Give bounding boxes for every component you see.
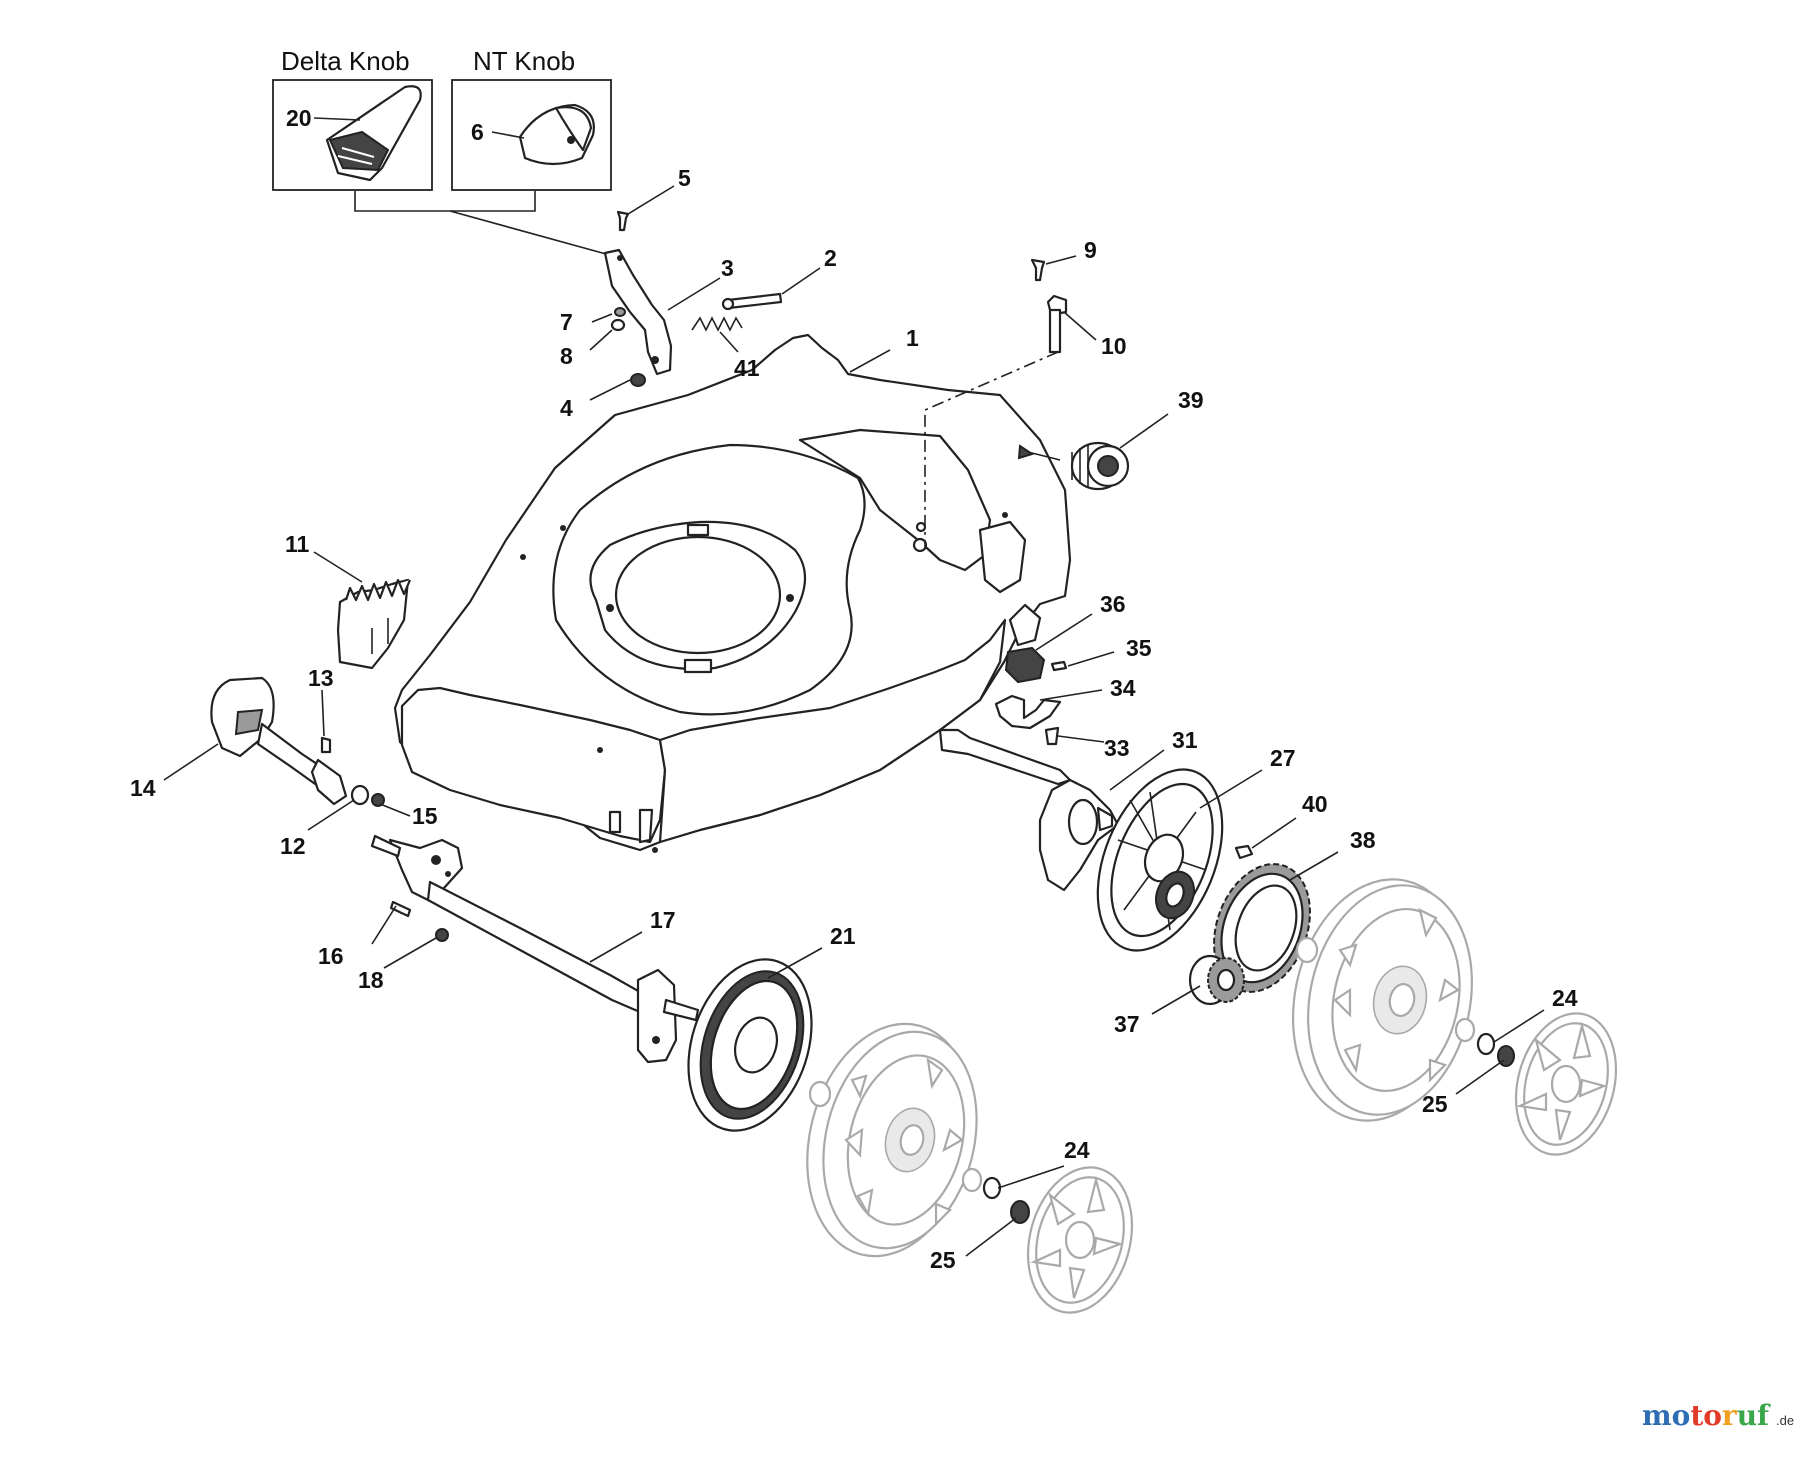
rear-hubcap-group bbox=[1476, 1012, 1618, 1156]
label-24-front: 24 bbox=[1064, 1137, 1090, 1163]
label-33: 33 bbox=[1104, 735, 1130, 761]
label-27: 27 bbox=[1270, 745, 1296, 771]
nt-knob-box bbox=[451, 79, 612, 191]
label-15: 15 bbox=[412, 803, 438, 829]
label-1: 1 bbox=[906, 325, 919, 351]
label-9: 9 bbox=[1084, 237, 1097, 263]
screw-40 bbox=[1234, 844, 1254, 860]
height-pin-9-10 bbox=[1030, 258, 1068, 354]
label-20: 20 bbox=[286, 105, 312, 131]
rear-wheel bbox=[1291, 878, 1476, 1122]
label-35: 35 bbox=[1126, 635, 1152, 661]
label-17: 17 bbox=[650, 907, 676, 933]
nt-knob-header: NT Knob bbox=[473, 46, 575, 76]
label-40: 40 bbox=[1302, 791, 1328, 817]
label-41: 41 bbox=[734, 355, 760, 381]
delta-knob-header: Delta Knob bbox=[281, 46, 410, 76]
pinion-37 bbox=[1188, 954, 1245, 1006]
label-10: 10 bbox=[1101, 333, 1127, 359]
label-21: 21 bbox=[830, 923, 856, 949]
delta-knob-part bbox=[325, 85, 422, 182]
motoruf-logo: motoruf .de bbox=[1642, 1399, 1794, 1432]
rear-height-knob-14 bbox=[210, 676, 385, 807]
label-2: 2 bbox=[824, 245, 837, 271]
delta-knob-box bbox=[272, 79, 433, 191]
logo-wordmark: motoruf bbox=[1642, 1399, 1771, 1432]
front-axle-assembly bbox=[370, 834, 700, 1064]
height-lever-assembly bbox=[603, 210, 783, 387]
label-5: 5 bbox=[678, 165, 691, 191]
label-38: 38 bbox=[1350, 827, 1376, 853]
part-number-labels: 20 6 5 2 3 7 8 4 41 1 9 10 39 11 13 14 1… bbox=[130, 105, 1578, 1273]
label-31: 31 bbox=[1172, 727, 1198, 753]
comb-plate-11 bbox=[336, 578, 412, 670]
nt-knob-part bbox=[518, 103, 595, 166]
knob-options: Delta Knob NT Knob bbox=[272, 46, 612, 255]
label-39: 39 bbox=[1178, 387, 1204, 413]
label-16: 16 bbox=[318, 943, 344, 969]
label-13: 13 bbox=[308, 665, 334, 691]
label-8: 8 bbox=[560, 343, 573, 369]
logo-suffix: .de bbox=[1776, 1413, 1794, 1428]
mower-deck bbox=[393, 333, 1072, 853]
label-4: 4 bbox=[560, 395, 573, 421]
front-hubcap-group bbox=[982, 1166, 1134, 1314]
gear-ring-38 bbox=[1213, 863, 1311, 993]
label-18: 18 bbox=[358, 967, 384, 993]
label-34: 34 bbox=[1110, 675, 1136, 701]
rear-axle-assembly bbox=[938, 646, 1120, 892]
label-6: 6 bbox=[471, 119, 484, 145]
front-wheel bbox=[806, 1022, 983, 1258]
label-12: 12 bbox=[280, 833, 306, 859]
label-25-front: 25 bbox=[930, 1247, 956, 1273]
label-3: 3 bbox=[721, 255, 734, 281]
label-24-rear: 24 bbox=[1552, 985, 1578, 1011]
front-wheel-cover-21 bbox=[687, 958, 813, 1132]
label-36: 36 bbox=[1100, 591, 1126, 617]
roller-39 bbox=[1017, 441, 1130, 491]
label-11: 11 bbox=[285, 531, 310, 557]
label-7: 7 bbox=[560, 309, 573, 335]
leader-lines bbox=[163, 117, 1545, 1257]
label-25-rear: 25 bbox=[1422, 1091, 1448, 1117]
rear-wheel-cover-27 bbox=[1096, 768, 1224, 952]
label-14: 14 bbox=[130, 775, 156, 801]
label-37: 37 bbox=[1114, 1011, 1140, 1037]
